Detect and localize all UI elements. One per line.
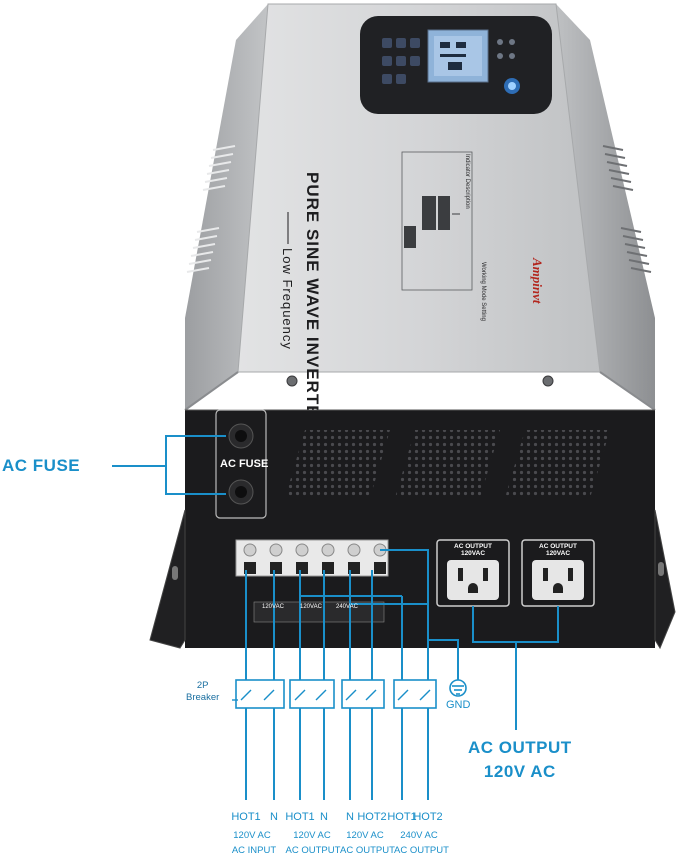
mounting-bracket-right [654, 509, 676, 650]
group-type: AC OUTPUT [394, 845, 449, 856]
left-vents [186, 145, 236, 273]
terminal-label-top: 120VAC [300, 604, 322, 610]
group-type: AC INPUT [231, 845, 277, 856]
ac-outlet-2[interactable] [521, 539, 595, 607]
vent-grille [505, 430, 610, 498]
working-mode-heading: Working Mode Setting [480, 262, 486, 321]
wire-label-hot1: HOT1 [231, 811, 261, 823]
group-voltage: 120V AC [233, 830, 271, 841]
indicator-leds [497, 39, 515, 59]
indicator-heading: Indicator Description [464, 154, 470, 209]
breaker [393, 679, 437, 709]
breaker [341, 679, 385, 709]
ac-fuse-panel-label: AC FUSE [220, 458, 269, 470]
wire-label-hot1: HOT1 [285, 811, 315, 823]
product-subtitle: Low Frequency [280, 248, 295, 350]
group-voltage: 120V AC [293, 830, 331, 841]
ac-outlet-1[interactable] [436, 539, 510, 607]
wire-label-hot2: HOT2 [413, 811, 443, 823]
ac-fuse-panel [215, 409, 267, 519]
right-vents [602, 145, 652, 273]
group-type: AC OUTPUT [285, 845, 341, 856]
brand-logo: Ampinvt [530, 257, 545, 304]
group-type: AC OUTPUT [340, 845, 395, 856]
terminal-block [235, 539, 389, 623]
ground-icon [449, 679, 467, 697]
breaker [235, 679, 285, 709]
breaker [289, 679, 335, 709]
right-side-panel [556, 4, 655, 410]
terminal-label-top: 120VAC [262, 604, 284, 610]
vent-grille [285, 430, 390, 498]
group-voltage: 240V AC [400, 830, 438, 841]
mounting-bracket-left [149, 509, 186, 649]
indicator-description-block [401, 151, 473, 291]
screw [286, 375, 298, 387]
wire-label-n: N [346, 811, 354, 823]
ac-fuse-callout: AC FUSE [2, 456, 81, 475]
outlet-label: AC OUTPUT 120VAC [539, 543, 577, 557]
panel-buttons[interactable] [382, 38, 420, 84]
gnd-label: GND [446, 699, 471, 711]
wire-label-n: N [270, 811, 278, 823]
control-panel [360, 16, 552, 114]
ac-output-callout: AC OUTPUT 120V AC [468, 738, 572, 781]
wire-label-n: N [320, 811, 328, 823]
outlet-label: AC OUTPUT 120VAC [454, 543, 492, 557]
screw [542, 375, 554, 387]
product-title: PURE SINE WAVE INVERTER [303, 172, 322, 431]
group-voltage: 120V AC [346, 830, 384, 841]
wire-label-hot2: HOT2 [357, 811, 387, 823]
vent-grille [395, 430, 500, 498]
inverter-body: PURE SINE WAVE INVERTER Low Frequency Am… [184, 3, 656, 648]
wire-label-hot1: HOT1 [387, 811, 417, 823]
terminal-label-top: 240VAC [336, 604, 358, 610]
left-side-panel [185, 4, 268, 410]
breaker-callout: 2P Breaker [186, 680, 220, 703]
